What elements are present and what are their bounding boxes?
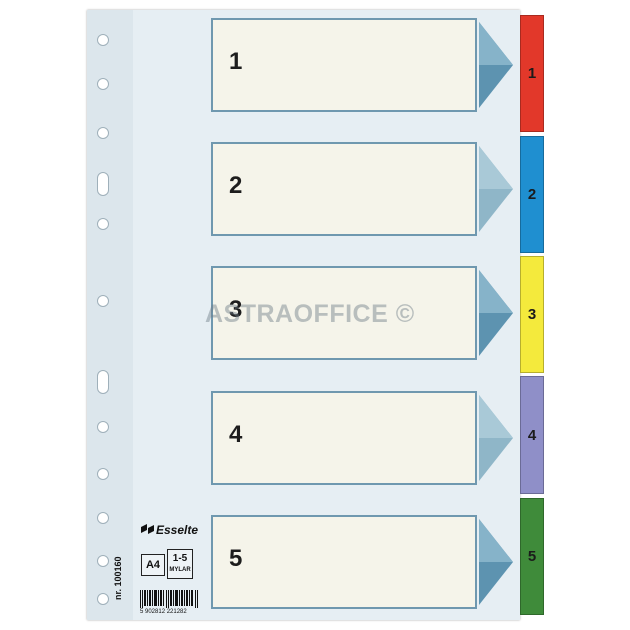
barcode-digits: 5 902812 221282	[140, 609, 187, 615]
tab-4[interactable]: 4	[520, 376, 544, 494]
product-code: nr. 100160	[113, 556, 123, 600]
label-number: 1	[229, 48, 243, 75]
tab-number: 5	[527, 548, 537, 565]
tab-number: 1	[527, 65, 537, 82]
label-number: 5	[229, 545, 243, 572]
esselte-logo-icon	[141, 524, 154, 534]
arrow-right-icon	[479, 519, 513, 605]
punch-hole	[97, 370, 109, 394]
watermark: ASTRAOFFICE ©	[205, 300, 415, 328]
label-box-4[interactable]: 4	[211, 391, 477, 485]
tab-1[interactable]: 1	[520, 15, 544, 132]
arrow-right-icon	[479, 22, 513, 108]
arrow-right-icon	[479, 270, 513, 356]
punch-hole	[97, 421, 109, 433]
label-box-5[interactable]: 5	[211, 515, 477, 609]
punch-strip	[87, 10, 133, 620]
label-number: 3	[229, 296, 243, 323]
tab-number: 4	[527, 426, 537, 444]
arrow-right-icon	[479, 395, 513, 481]
label-number: 4	[229, 421, 243, 448]
punch-hole	[97, 512, 109, 524]
punch-hole	[97, 34, 109, 46]
punch-hole	[97, 78, 109, 90]
label-box-2[interactable]: 2	[211, 142, 477, 236]
punch-hole	[97, 593, 109, 605]
tab-number: 2	[527, 186, 537, 203]
size-box: A4	[141, 554, 165, 576]
label-number: 2	[229, 172, 243, 199]
tab-3[interactable]: 3	[520, 256, 544, 373]
punch-hole	[97, 468, 109, 480]
brand-name: Esselte	[156, 523, 199, 537]
label-box-3[interactable]: 3	[211, 266, 477, 360]
arrow-right-icon	[479, 146, 513, 232]
punch-hole	[97, 295, 109, 307]
tab-number: 3	[527, 306, 537, 323]
tab-2[interactable]: 2	[520, 136, 544, 253]
material-label: MYLAR	[169, 567, 191, 573]
tab-5[interactable]: 5	[520, 498, 544, 615]
punch-hole	[97, 555, 109, 567]
label-box-1[interactable]: 1	[211, 18, 477, 112]
punch-hole	[97, 172, 109, 196]
tab-range: 1-5	[172, 553, 188, 564]
punch-hole	[97, 218, 109, 230]
barcode	[140, 590, 198, 608]
punch-hole	[97, 127, 109, 139]
range-box: 1-5 MYLAR	[167, 549, 193, 579]
